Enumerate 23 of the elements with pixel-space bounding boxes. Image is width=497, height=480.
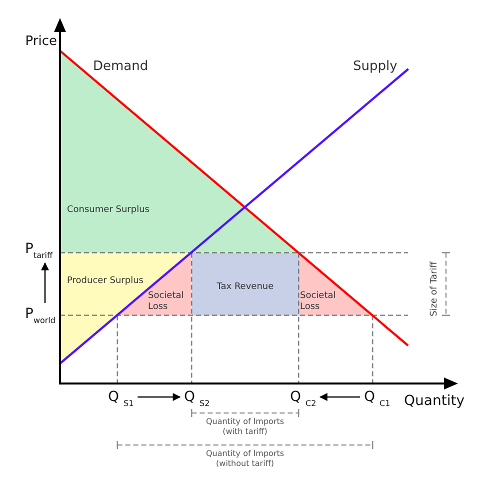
quantity-level-label: Q $_{S1}$: [108, 389, 134, 408]
shift-arrow: [41, 262, 49, 303]
shift-arrow: [319, 393, 360, 401]
area-label: Consumer Surplus: [67, 204, 150, 216]
area-label: Producer Surplus: [67, 276, 144, 287]
axis-title: Quantity: [404, 393, 464, 410]
dimension-label: Quantity of Imports (without tariff): [204, 449, 286, 469]
quantity-level-label: Q $_{C1}$: [364, 389, 390, 408]
axis-title: Price: [25, 34, 57, 50]
shift-arrow: [138, 393, 181, 401]
quantity-level-label: Q $_{S2}$: [184, 389, 210, 408]
price-level-label: P$_{tariff}$: [25, 241, 53, 260]
area-label: Societal Loss: [148, 290, 185, 313]
loss-area: [298, 252, 373, 316]
price-level-label: P$_{world}$: [25, 306, 56, 325]
area-label: Societal Loss: [300, 290, 337, 313]
curve-label: Demand: [93, 59, 148, 75]
dimension-label: Quantity of Imports (with tariff): [204, 417, 286, 437]
dimension-label: Size of Tariff: [430, 262, 440, 316]
area-label: Tax Revenue: [216, 282, 275, 293]
curve-label: Supply: [353, 59, 398, 75]
quantity-level-label: Q $_{C2}$: [290, 389, 316, 408]
revenue-area: [192, 252, 299, 316]
